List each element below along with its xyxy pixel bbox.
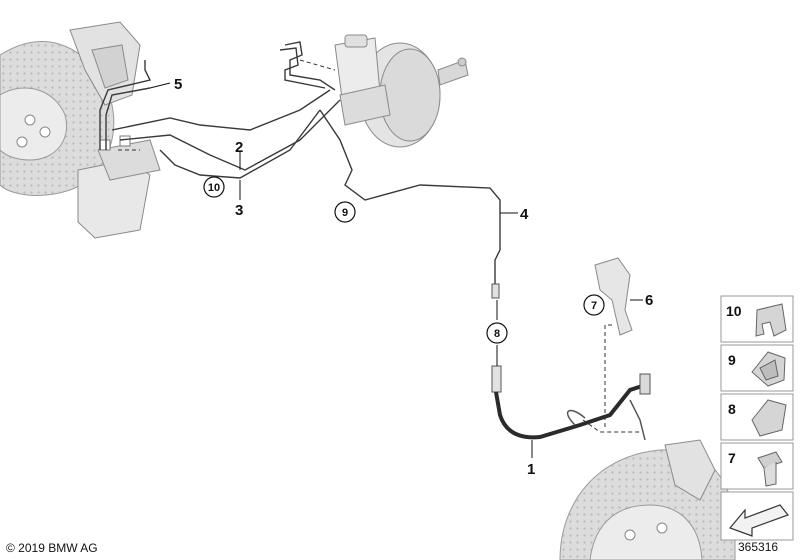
svg-text:8: 8 — [494, 328, 500, 340]
brake-line-4 — [319, 109, 501, 285]
dashed-leaders — [118, 59, 640, 433]
fitting-8-upper — [491, 283, 500, 299]
legend-label-8: 8 — [728, 401, 736, 417]
direction-arrow-icon — [728, 504, 789, 537]
brake-lines-2-3 — [99, 41, 341, 179]
legend-label-7: 7 — [728, 450, 736, 466]
circled-callout-8: 8 — [486, 322, 508, 344]
parts-legend: 10 9 8 7 — [720, 295, 794, 541]
diagram-number: 365316 — [738, 540, 779, 554]
bolt-7-icon — [757, 451, 783, 487]
callout-4: 4 — [520, 206, 529, 223]
leader-lines — [149, 82, 643, 458]
circled-callout-10: 10 — [203, 176, 225, 198]
circled-callout-9: 9 — [334, 201, 356, 223]
svg-text:9: 9 — [342, 207, 348, 219]
legend-label-9: 9 — [728, 352, 736, 368]
callout-1: 1 — [527, 461, 535, 478]
abs-unit-illustration — [77, 135, 161, 239]
legend-label-10: 10 — [726, 303, 742, 319]
legend-panel-7 — [720, 442, 794, 490]
clip-8-icon — [751, 399, 787, 437]
brake-booster-illustration — [334, 34, 469, 148]
circled-callout-7: 7 — [583, 294, 605, 316]
svg-text:10: 10 — [208, 182, 220, 194]
copyright-text: © 2019 BMW AG — [6, 541, 98, 555]
bracket-6-illustration — [594, 257, 633, 336]
rear-brake-disc-illustration — [559, 439, 736, 560]
front-brake-disc-illustration — [0, 21, 141, 196]
callout-6: 6 — [645, 292, 653, 309]
callout-2: 2 — [235, 139, 243, 156]
svg-text:7: 7 — [591, 300, 597, 312]
clip-10-icon — [755, 303, 787, 337]
callout-3: 3 — [235, 202, 243, 219]
callout-5: 5 — [174, 76, 182, 93]
brake-hose-1 — [491, 365, 651, 441]
